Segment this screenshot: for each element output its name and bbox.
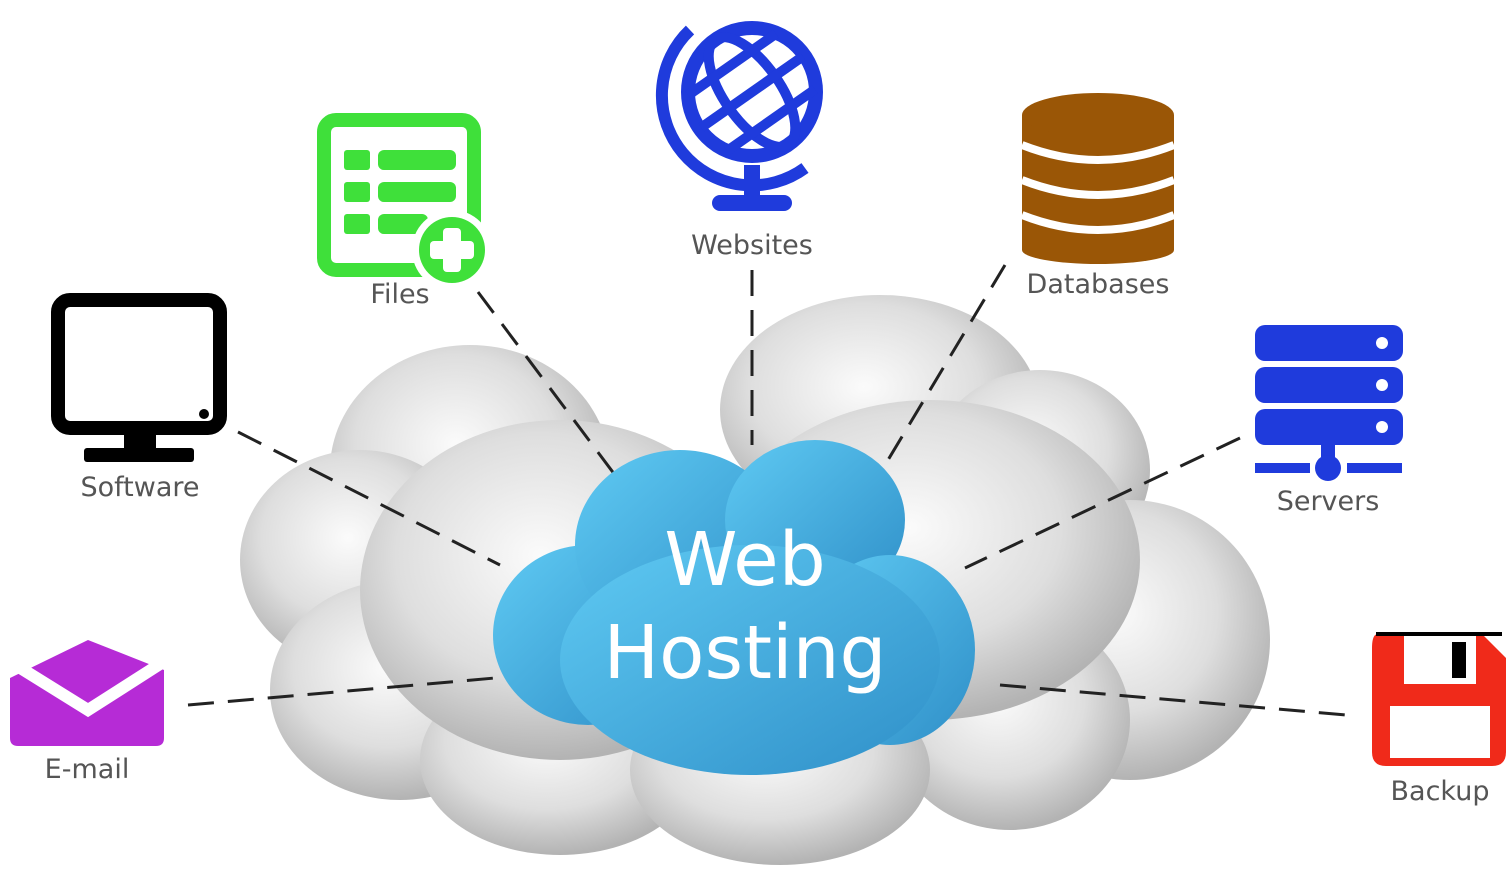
connector-backup — [999, 683, 1359, 718]
floppy-disk-icon — [1372, 632, 1506, 766]
hub-title-line2: Hosting — [604, 610, 887, 696]
monitor-icon — [51, 293, 227, 462]
files-label: Files — [370, 279, 429, 310]
websites-label: Websites — [691, 230, 813, 261]
software-node: Software — [51, 293, 227, 503]
software-label: Software — [80, 472, 199, 503]
server-rack-icon — [1255, 325, 1403, 481]
backup-node: Backup — [1372, 632, 1506, 807]
servers-label: Servers — [1277, 486, 1380, 517]
connector-software — [237, 430, 501, 567]
backup-label: Backup — [1391, 776, 1490, 807]
web-hosting-cloud: Web Hosting — [493, 440, 975, 775]
connector-servers — [964, 436, 1241, 570]
database-icon — [1020, 93, 1176, 264]
envelope-icon — [10, 640, 164, 746]
websites-node: Websites — [655, 21, 823, 261]
email-node: E-mail — [10, 640, 164, 785]
connector-lines — [187, 264, 1359, 718]
connector-email — [187, 676, 496, 707]
databases-label: Databases — [1027, 269, 1170, 300]
file-list-add-icon — [317, 113, 492, 290]
servers-node: Servers — [1255, 325, 1403, 517]
databases-node: Databases — [1020, 93, 1176, 300]
email-label: E-mail — [45, 754, 130, 785]
files-node: Files — [317, 113, 492, 310]
globe-icon — [655, 21, 823, 211]
hub-title-line1: Web — [664, 517, 825, 603]
